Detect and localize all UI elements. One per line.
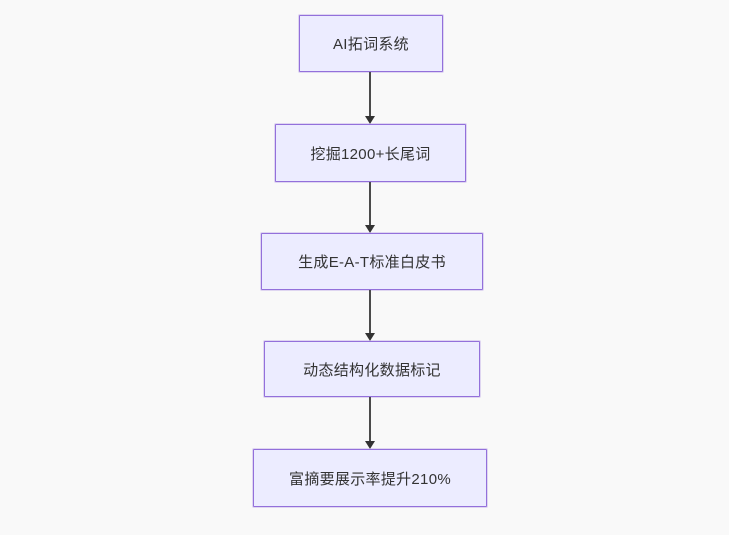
arrowhead-down-icon <box>365 441 375 449</box>
arrowhead-down-icon <box>365 333 375 341</box>
arrow-line <box>369 182 371 225</box>
flow-node-4: 动态结构化数据标记 <box>264 341 480 397</box>
flow-node-3-label: 生成E-A-T标准白皮书 <box>298 254 446 271</box>
flow-arrow-1 <box>364 72 376 124</box>
flow-node-2-label: 挖掘1200+长尾词 <box>310 145 431 163</box>
flow-arrow-4 <box>364 397 376 449</box>
arrowhead-down-icon <box>365 225 375 233</box>
flow-arrow-2 <box>364 182 376 233</box>
flow-node-5: 富摘要展示率提升210% <box>253 449 487 507</box>
flow-arrow-3 <box>364 290 376 341</box>
flow-node-3: 生成E-A-T标准白皮书 <box>261 233 483 290</box>
arrow-line <box>369 397 371 441</box>
arrowhead-down-icon <box>365 116 375 124</box>
flow-node-1-label: AI拓词系统 <box>333 36 409 53</box>
arrow-line <box>369 290 371 333</box>
flow-node-1: AI拓词系统 <box>299 15 443 72</box>
flow-node-2: 挖掘1200+长尾词 <box>275 124 466 182</box>
arrow-line <box>369 72 371 116</box>
flow-node-5-label: 富摘要展示率提升210% <box>289 470 451 488</box>
flow-node-4-label: 动态结构化数据标记 <box>303 361 441 379</box>
